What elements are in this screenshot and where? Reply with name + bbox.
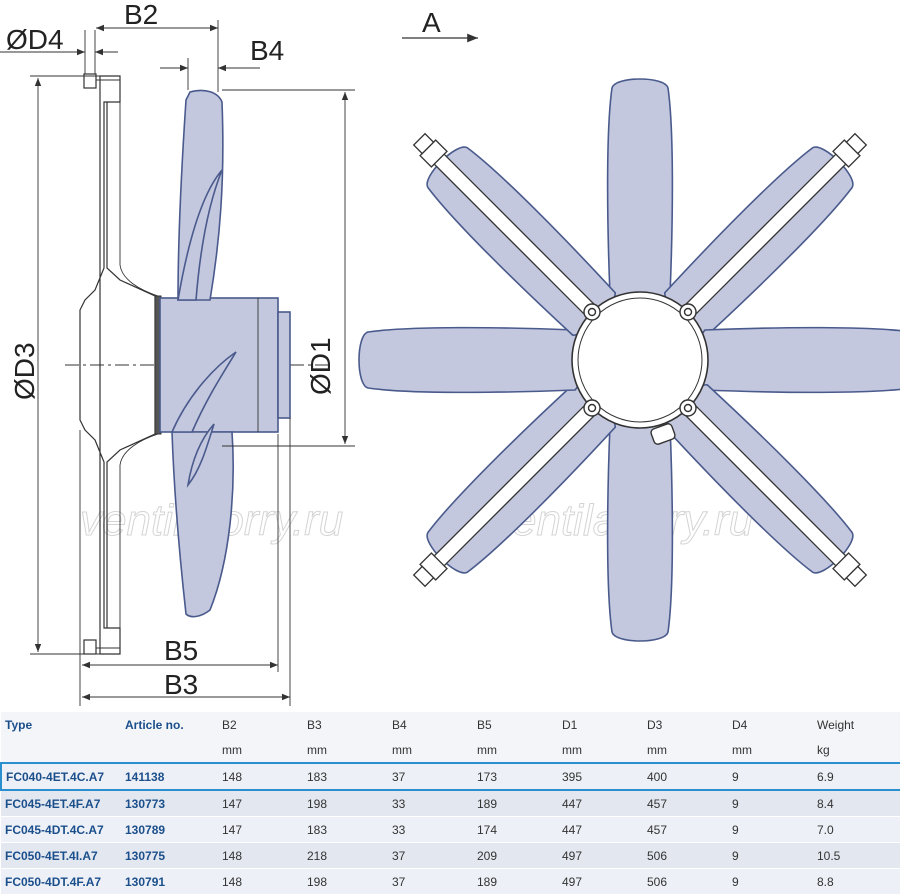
- unit-article: [121, 737, 218, 763]
- header-d3: D3: [643, 712, 728, 737]
- cell-weight: 10.5: [813, 843, 900, 869]
- cell-b4: 33: [388, 817, 473, 843]
- cell-b3: 198: [303, 869, 388, 894]
- cell-article: 130775: [121, 843, 218, 869]
- fan-technical-drawing: ventilatorry.ru ventilatorry.ru ØD4: [0, 0, 900, 710]
- cell-b5: 189: [473, 869, 558, 894]
- cell-weight: 8.8: [813, 869, 900, 894]
- cell-d1: 497: [558, 869, 643, 894]
- unit-weight: kg: [813, 737, 900, 763]
- unit-b5: mm: [473, 737, 558, 763]
- cell-b2: 147: [218, 817, 303, 843]
- cell-d1: 447: [558, 790, 643, 817]
- cell-b3: 198: [303, 790, 388, 817]
- unit-d4: mm: [728, 737, 813, 763]
- header-b5: B5: [473, 712, 558, 737]
- header-d4: D4: [728, 712, 813, 737]
- header-type: Type: [1, 712, 121, 737]
- cell-b3: 183: [303, 817, 388, 843]
- header-d1: D1: [558, 712, 643, 737]
- cell-d3: 506: [643, 869, 728, 894]
- cell-b5: 174: [473, 817, 558, 843]
- cell-weight: 8.4: [813, 790, 900, 817]
- dim-b5-label: B5: [164, 635, 198, 666]
- cell-b5: 189: [473, 790, 558, 817]
- header-weight: Weight: [813, 712, 900, 737]
- header-b2: B2: [218, 712, 303, 737]
- view-a-label: A: [422, 7, 441, 38]
- cell-type[interactable]: FC045-4ET.4F.A7: [1, 790, 121, 817]
- cell-b2: 148: [218, 763, 303, 790]
- table-unit-row: mm mm mm mm mm mm mm kg: [1, 737, 900, 763]
- cell-b2: 147: [218, 790, 303, 817]
- front-view: A: [359, 7, 900, 641]
- cell-b2: 148: [218, 869, 303, 894]
- cell-type[interactable]: FC045-4DT.4C.A7: [1, 817, 121, 843]
- cell-d4: 9: [728, 817, 813, 843]
- dim-d3-label: ØD3: [9, 342, 40, 400]
- cell-d3: 457: [643, 790, 728, 817]
- dim-b3-label: B3: [164, 669, 198, 700]
- header-article: Article no.: [121, 712, 218, 737]
- cell-article: 130773: [121, 790, 218, 817]
- cell-weight: 7.0: [813, 817, 900, 843]
- cell-b4: 37: [388, 843, 473, 869]
- specification-table: Type Article no. B2 B3 B4 B5 D1 D3 D4 We…: [0, 712, 900, 894]
- cell-d1: 395: [558, 763, 643, 790]
- cell-d4: 9: [728, 763, 813, 790]
- cell-d4: 9: [728, 843, 813, 869]
- cell-d3: 457: [643, 817, 728, 843]
- cell-article: 141138: [121, 763, 218, 790]
- dim-d4-label: ØD4: [6, 24, 64, 55]
- cell-type[interactable]: FC050-4ET.4I.A7: [1, 843, 121, 869]
- cell-b3: 183: [303, 763, 388, 790]
- cell-d1: 497: [558, 843, 643, 869]
- cell-weight: 6.9: [813, 763, 900, 790]
- cell-d1: 447: [558, 817, 643, 843]
- cell-b3: 218: [303, 843, 388, 869]
- cell-article: 130789: [121, 817, 218, 843]
- cell-b4: 37: [388, 763, 473, 790]
- unit-d1: mm: [558, 737, 643, 763]
- unit-d3: mm: [643, 737, 728, 763]
- cell-b5: 209: [473, 843, 558, 869]
- unit-type: [1, 737, 121, 763]
- unit-b4: mm: [388, 737, 473, 763]
- dim-d1-label: ØD1: [305, 337, 336, 395]
- dim-b4-label: B4: [250, 35, 284, 66]
- cell-d3: 400: [643, 763, 728, 790]
- cell-article: 130791: [121, 869, 218, 894]
- cell-b2: 148: [218, 843, 303, 869]
- table-header-row: Type Article no. B2 B3 B4 B5 D1 D3 D4 We…: [1, 712, 900, 737]
- cell-d4: 9: [728, 790, 813, 817]
- dim-b2-label: B2: [124, 0, 158, 30]
- header-b3: B3: [303, 712, 388, 737]
- unit-b3: mm: [303, 737, 388, 763]
- cell-b4: 37: [388, 869, 473, 894]
- cell-b5: 173: [473, 763, 558, 790]
- cell-type[interactable]: FC040-4ET.4C.A7: [1, 763, 121, 790]
- unit-b2: mm: [218, 737, 303, 763]
- cell-type[interactable]: FC050-4DT.4F.A7: [1, 869, 121, 894]
- cell-d4: 9: [728, 869, 813, 894]
- cell-d3: 506: [643, 843, 728, 869]
- cell-b4: 33: [388, 790, 473, 817]
- header-b4: B4: [388, 712, 473, 737]
